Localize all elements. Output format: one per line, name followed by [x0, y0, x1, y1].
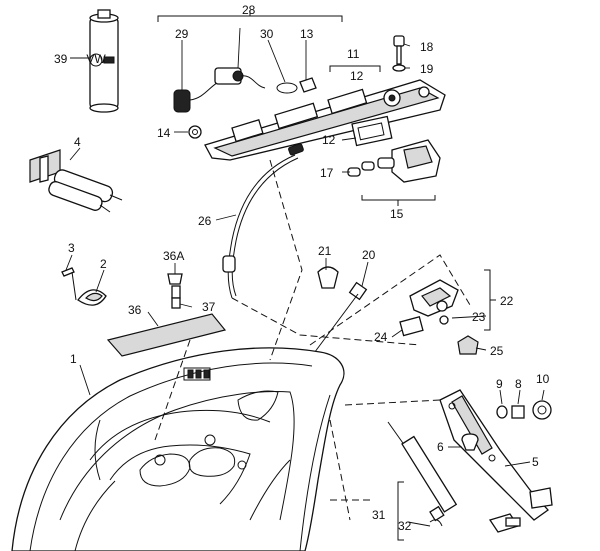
leader-lines [65, 27, 545, 527]
latch-bar-assembly [173, 67, 446, 161]
callout-9: 9 [496, 377, 503, 391]
callout-23: 23 [472, 310, 486, 324]
callout-6: 6 [437, 440, 444, 454]
callout-11: 11 [347, 47, 360, 61]
damper-unit [29, 149, 123, 213]
callout-20: 20 [362, 248, 376, 262]
release-cable [222, 143, 304, 299]
group-braces [157, 10, 496, 541]
callout-15: 15 [390, 207, 404, 221]
callout-13: 13 [300, 27, 314, 41]
callout-17: 17 [320, 166, 334, 180]
callout-28: 28 [242, 3, 256, 17]
lock-motor-assembly [347, 35, 441, 183]
callout-1: 1 [70, 352, 77, 366]
callout-29: 29 [175, 27, 189, 41]
callout-21: 21 [318, 244, 332, 258]
callout-32: 32 [398, 519, 412, 533]
callout-2: 2 [100, 257, 107, 271]
callout-10: 10 [536, 372, 550, 386]
callout-30: 30 [260, 27, 274, 41]
callout-19: 19 [420, 62, 434, 76]
callout-25: 25 [490, 344, 504, 358]
callout-8: 8 [515, 377, 522, 391]
rivet-and-clip [61, 267, 107, 306]
callout-3: 3 [68, 241, 75, 255]
callout-12-top: 12 [350, 69, 364, 83]
callout-31: 31 [372, 508, 386, 522]
callout-12-mid: 12 [322, 133, 336, 147]
callout-22: 22 [500, 294, 514, 308]
callout-labels: 39 4 28 29 30 13 11 12 18 19 14 12 17 15… [54, 3, 550, 533]
callout-4: 4 [74, 135, 81, 149]
boot-lid [11, 347, 345, 551]
callout-18: 18 [420, 40, 434, 54]
callout-36a: 36A [163, 249, 184, 263]
grommet-and-pad [106, 273, 227, 357]
callout-5: 5 [532, 455, 539, 469]
callout-39: 39 [54, 52, 68, 66]
gas-strut [387, 421, 521, 533]
callout-36: 36 [128, 303, 142, 317]
boot-lock-latch [399, 279, 479, 355]
boot-lid-hinge [439, 389, 553, 521]
dashed-guide-lines [154, 159, 471, 521]
aerosol-can: VW [86, 9, 119, 113]
callout-37: 37 [202, 300, 216, 314]
callout-24: 24 [374, 330, 388, 344]
callout-26: 26 [198, 214, 212, 228]
callout-14: 14 [157, 126, 171, 140]
can-logo: VW [86, 52, 106, 66]
